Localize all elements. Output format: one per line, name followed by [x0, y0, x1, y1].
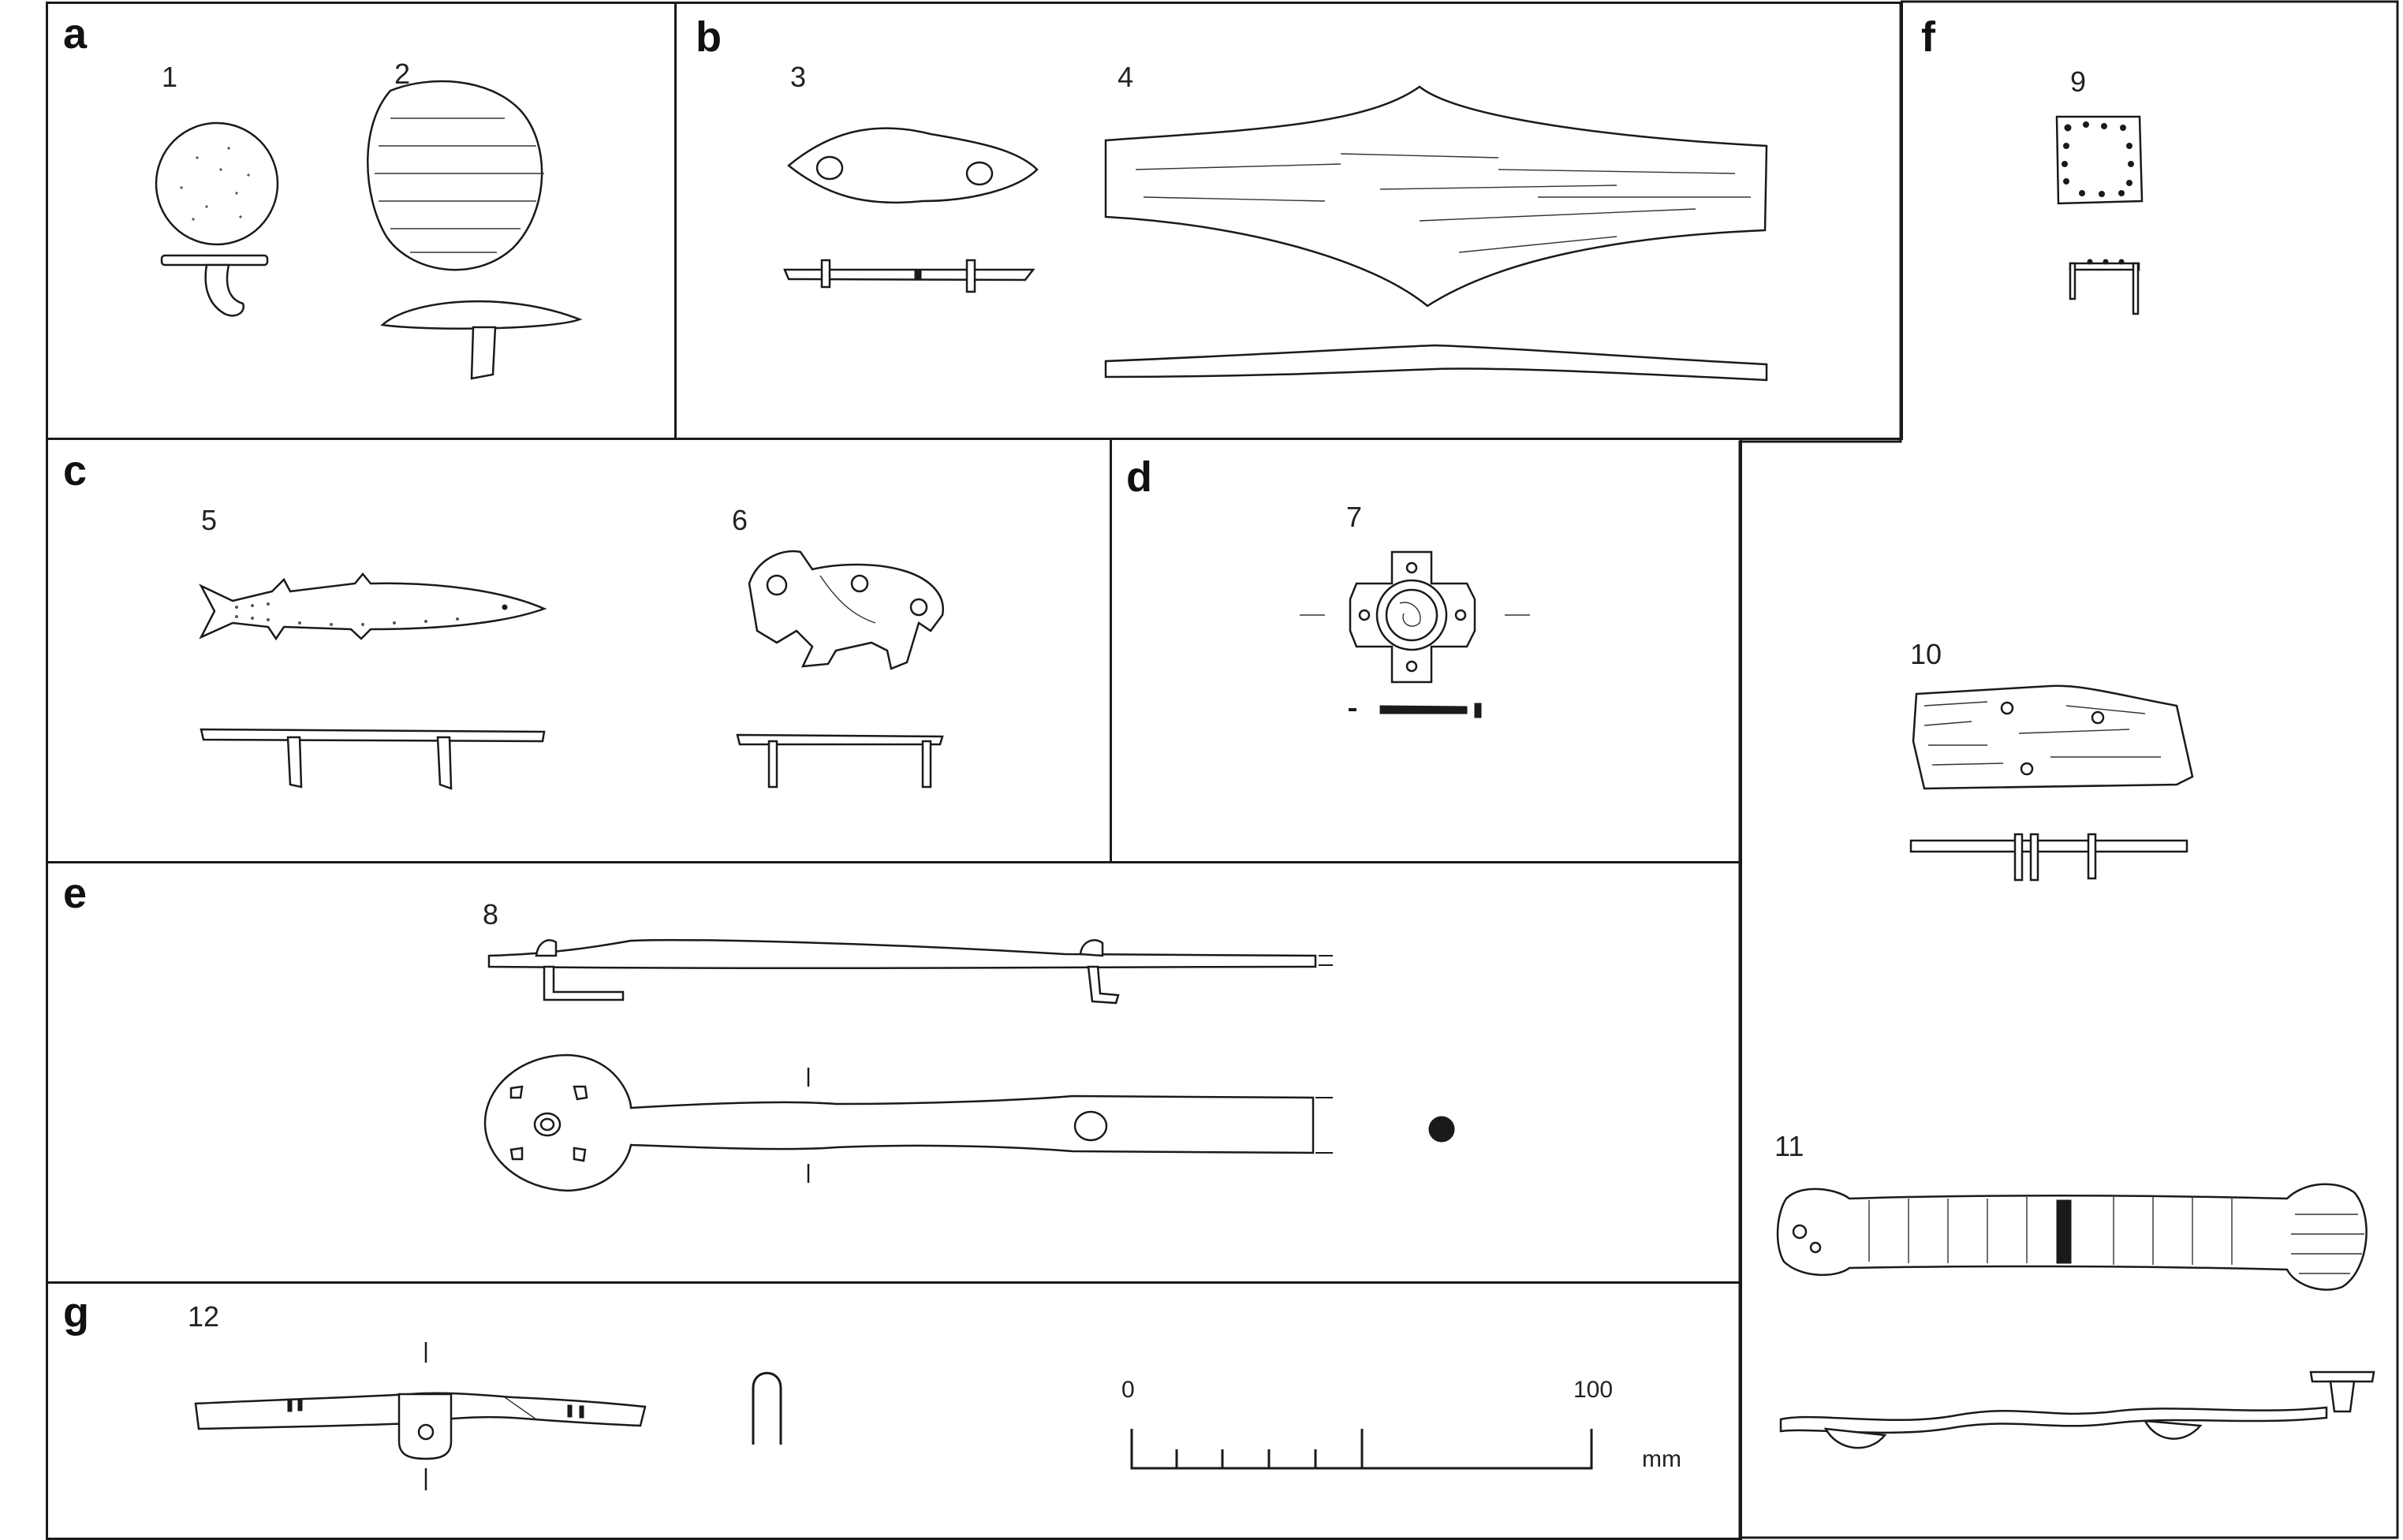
object-8-drawing [485, 940, 1454, 1191]
object-number-1: 1 [162, 61, 178, 93]
scale-unit: mm [1642, 1446, 1681, 1472]
object-11-drawing [1778, 1184, 2374, 1448]
object-number-6: 6 [732, 504, 748, 536]
object-number-3: 3 [790, 61, 807, 93]
object-number-4: 4 [1118, 61, 1134, 93]
object-number-11: 11 [1774, 1130, 1804, 1162]
panel-label-g: g [63, 1289, 89, 1337]
object-number-2: 2 [394, 58, 411, 90]
panel-label-d: d [1126, 453, 1152, 501]
object-number-8: 8 [483, 898, 499, 930]
object-5-drawing [201, 574, 544, 789]
object-4-drawing [1106, 87, 1767, 380]
object-3-drawing [785, 129, 1037, 292]
object-12-drawing [196, 1342, 781, 1490]
panel-label-a: a [63, 10, 88, 58]
object-number-9: 9 [2070, 65, 2087, 98]
panel-label-e: e [63, 870, 88, 917]
panel-label-b: b [696, 13, 722, 61]
object-number-7: 7 [1346, 501, 1363, 533]
panel-label-f: f [1921, 13, 1935, 61]
scale-label-start: 0 [1121, 1377, 1135, 1403]
object-number-10: 10 [1910, 638, 1942, 670]
object-6-drawing [737, 551, 943, 787]
scale-label-end: 100 [1573, 1377, 1614, 1403]
object-7-drawing [1300, 552, 1530, 718]
object-2-drawing [368, 81, 580, 378]
object-1-drawing [156, 123, 278, 315]
object-9-drawing [2057, 117, 2142, 314]
scale-bar [1132, 1429, 1591, 1468]
panel-label-c: c [63, 447, 88, 494]
object-number-5: 5 [201, 504, 218, 536]
object-number-12: 12 [188, 1300, 220, 1333]
object-10-drawing [1911, 686, 2192, 880]
